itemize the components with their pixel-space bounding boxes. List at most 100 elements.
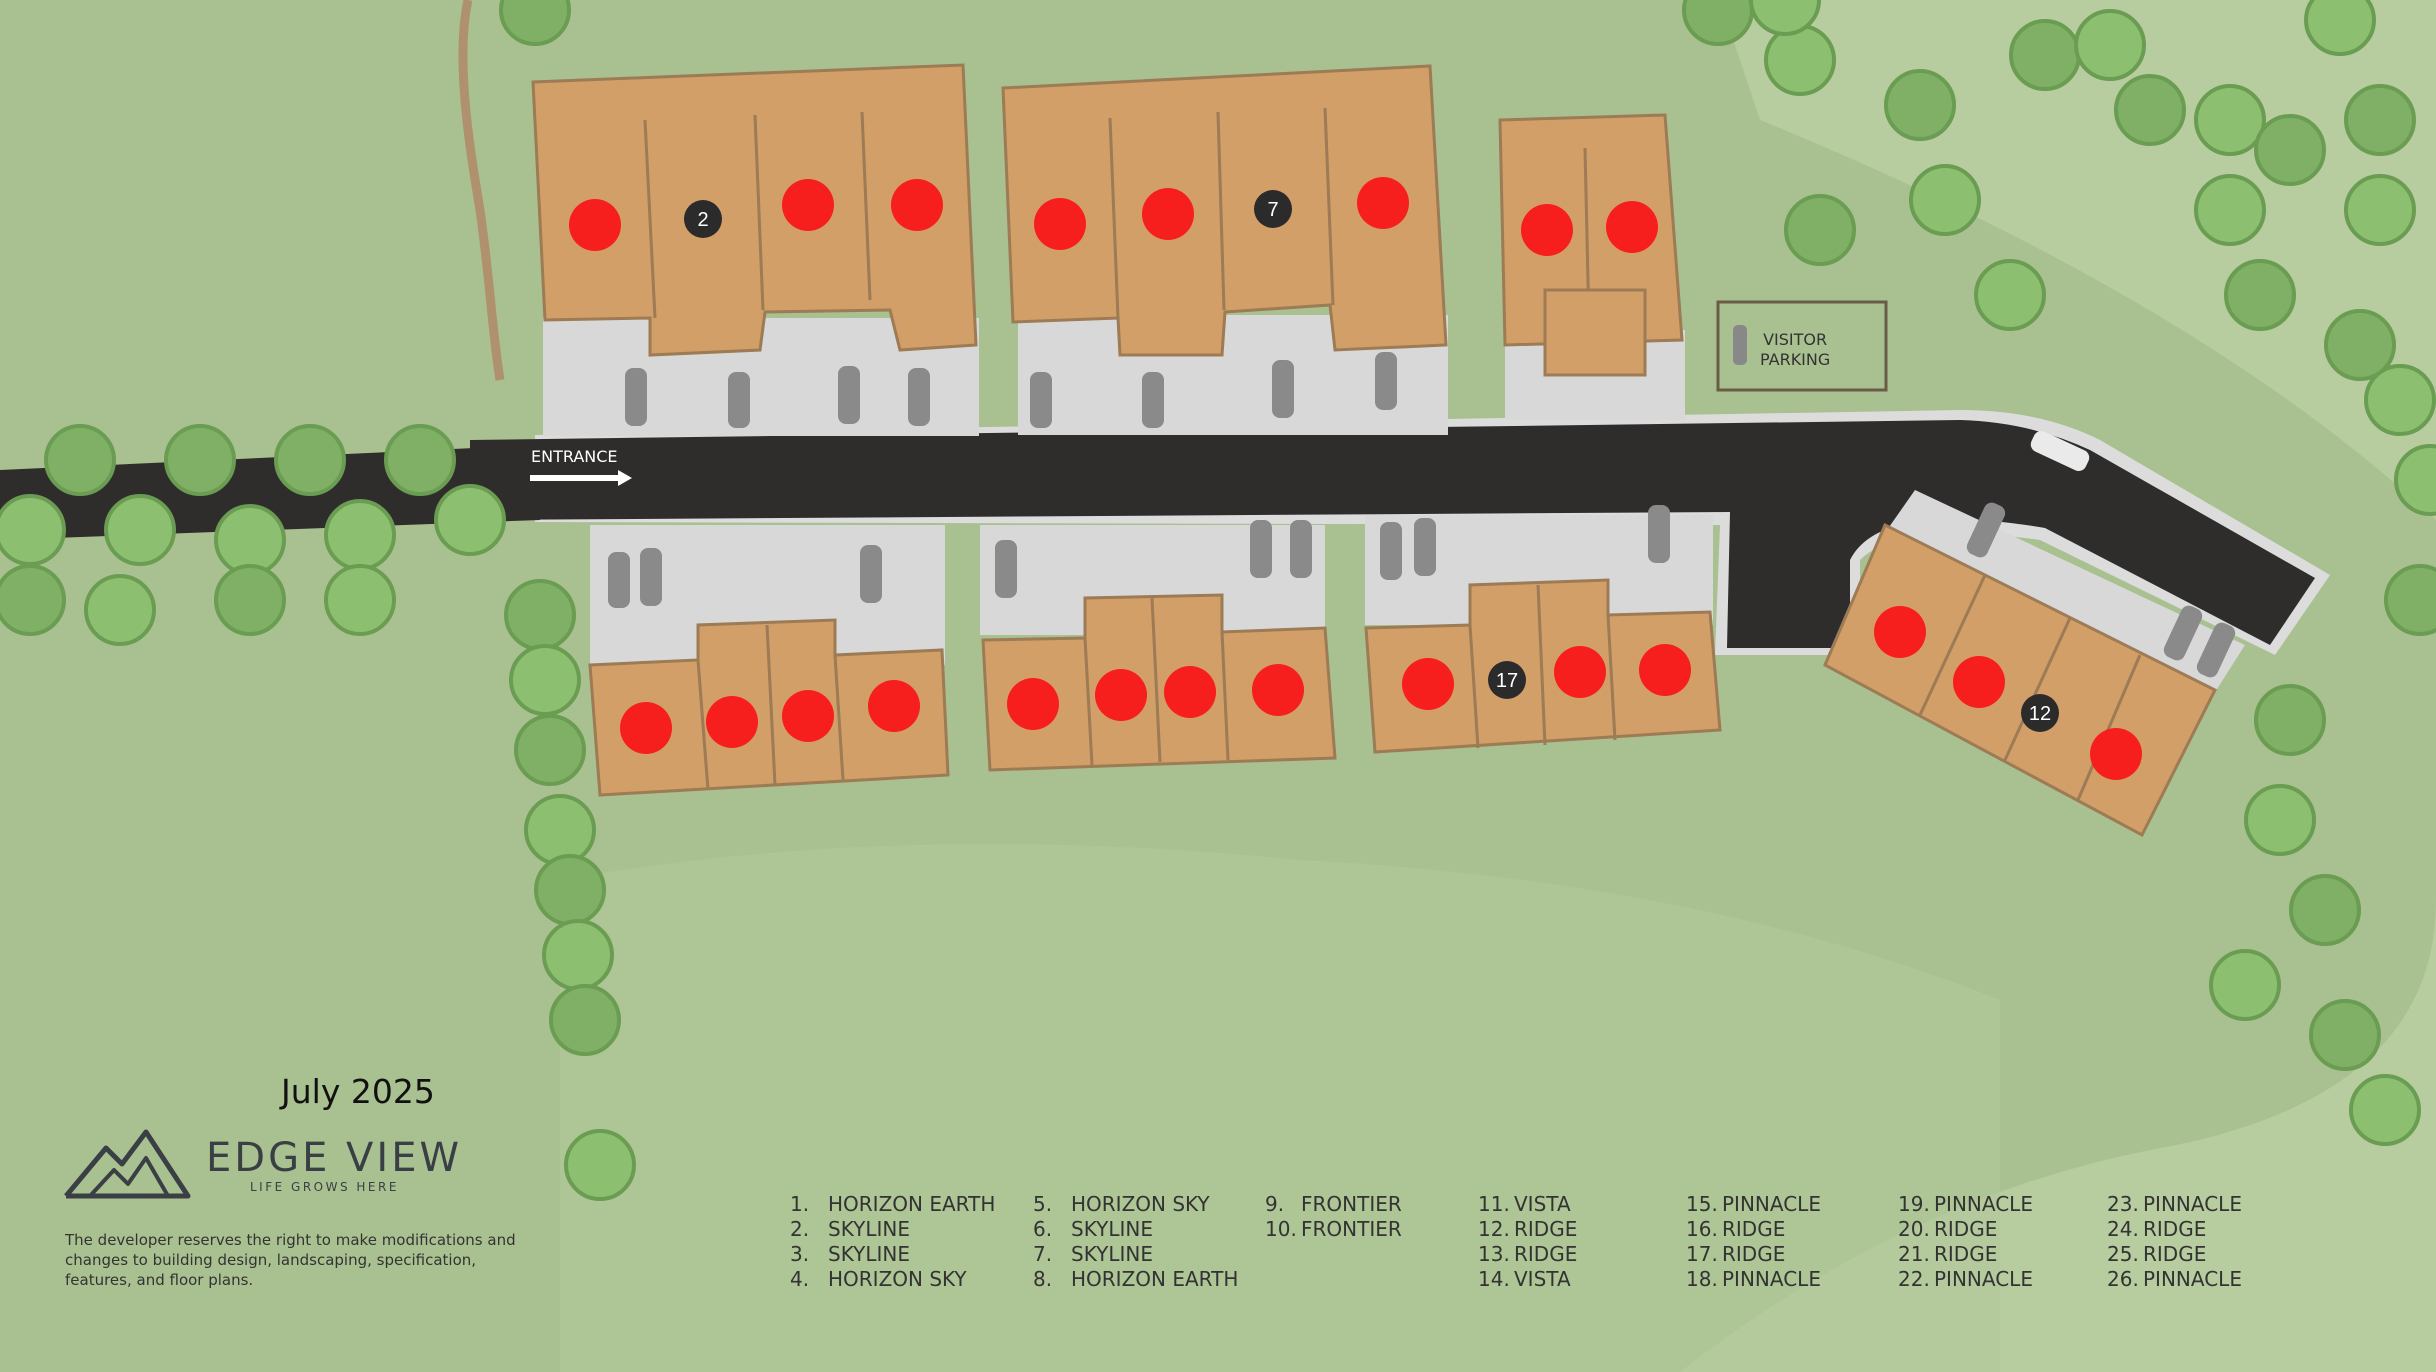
legend-item-number: 11. [1478,1192,1510,1216]
sold-lot-marker[interactable] [1402,658,1454,710]
visitor-label-line2: PARKING [1760,350,1831,369]
sold-lot-marker[interactable] [891,179,943,231]
legend-item: 21.RIDGE [1898,1242,2033,1267]
sold-lot-marker[interactable] [1164,666,1216,718]
lot-block-north-3 [1498,113,1685,420]
sold-lot-marker[interactable] [569,199,621,251]
sold-lot-marker[interactable] [1034,198,1086,250]
tree [434,484,506,556]
tree [384,424,456,496]
tree [0,494,66,566]
sold-lot-marker[interactable] [1874,606,1926,658]
tree [84,574,156,646]
legend-item-number: 25. [2107,1242,2139,1266]
legend-item: 1. HORIZON EARTH [790,1192,995,1217]
legend-item-number: 15. [1686,1192,1718,1216]
main-road [470,420,2315,648]
tree [499,0,571,46]
sold-lot-marker[interactable] [1007,678,1059,730]
tree [1764,24,1836,96]
lot-badge-12 [2021,694,2059,732]
legend-item-number: 3. [790,1242,810,1266]
sold-lot-marker[interactable] [1953,656,2005,708]
sold-lot-marker[interactable] [1357,177,1409,229]
legend-item-number: 6. [1033,1217,1053,1241]
legend-item: 12.RIDGE [1478,1217,1577,1242]
tree [514,714,586,786]
legend-item-number: 2. [790,1217,810,1241]
legend-item: 10.FRONTIER [1265,1217,1402,1242]
tree [2309,999,2381,1071]
brand-name: EDGE VIEW [206,1135,463,1181]
legend-item: 23.PINNACLE [2107,1192,2242,1217]
tree [214,564,286,636]
tree [1749,0,1821,36]
lot-badge-12-label: 12 [2029,703,2051,725]
tree [1884,69,1956,141]
legend-item-name: HORIZON EARTH [828,1192,996,1216]
mountain-logo-icon [64,1129,191,1199]
sold-lot-marker[interactable] [1252,664,1304,716]
legend-item-name: FRONTIER [1301,1217,1402,1241]
tree [1909,164,1981,236]
tree [2209,949,2281,1021]
sold-lot-marker[interactable] [1554,646,1606,698]
lot-badge-2 [684,200,722,238]
visitor-parking-label: VISITOR PARKING [1760,330,1830,370]
tree [2244,784,2316,856]
legend-item-number: 10. [1265,1217,1297,1241]
legend-item-name: FRONTIER [1301,1192,1402,1216]
dirt-path [458,0,505,381]
sold-lot-marker[interactable] [782,690,834,742]
legend-item-number: 4. [790,1267,810,1291]
lot-badge-2-label: 2 [697,209,708,231]
tree [504,579,576,651]
legend-item: 3. SKYLINE [790,1242,995,1267]
legend-item: 20.RIDGE [1898,1217,2033,1242]
lot-badge-17 [1488,661,1526,699]
tree [542,919,614,991]
legend-item-number: 1. [790,1192,810,1216]
sold-lot-marker[interactable] [1521,204,1573,256]
tree [2114,74,2186,146]
legend-item-name: SKYLINE [828,1242,910,1266]
legend-item-name: RIDGE [1934,1217,1998,1241]
tree [2074,9,2146,81]
disclaimer: The developer reserves the right to make… [65,1231,516,1289]
legend-item-number: 21. [1898,1242,1930,1266]
legend-item-name: RIDGE [1722,1242,1786,1266]
sold-lot-marker[interactable] [1142,188,1194,240]
legend-item: 13.RIDGE [1478,1242,1577,1267]
sold-lot-marker[interactable] [1639,644,1691,696]
tree [2289,874,2361,946]
tree [2224,259,2296,331]
legend-item-number: 7. [1033,1242,1053,1266]
legend-item: 7.SKYLINE [1033,1242,1238,1267]
legend-item: 24.RIDGE [2107,1217,2242,1242]
sold-lot-marker[interactable] [1095,669,1147,721]
plan-date: July 2025 [281,1072,435,1111]
legend-item-number: 19. [1898,1192,1930,1216]
legend-item: 15.PINNACLE [1686,1192,1821,1217]
sold-lot-marker[interactable] [868,680,920,732]
sold-lot-marker[interactable] [1606,201,1658,253]
sold-lot-marker[interactable] [782,179,834,231]
legend-item: 11.VISTA [1478,1192,1577,1217]
tree [549,984,621,1056]
tree [2344,174,2416,246]
legend-item-number: 13. [1478,1242,1510,1266]
sold-lot-marker[interactable] [706,696,758,748]
lot-badge-7 [1254,190,1292,228]
entrance-label: ENTRANCE [531,447,618,466]
tree [324,564,396,636]
sold-lot-marker[interactable] [620,702,672,754]
tree [1974,259,2046,331]
legend-item-name: HORIZON EARTH [1071,1267,1239,1291]
sold-lot-marker[interactable] [2090,728,2142,780]
legend-item-name: PINNACLE [2143,1192,2242,1216]
tree [2009,19,2081,91]
legend-item-number: 9. [1265,1192,1285,1216]
